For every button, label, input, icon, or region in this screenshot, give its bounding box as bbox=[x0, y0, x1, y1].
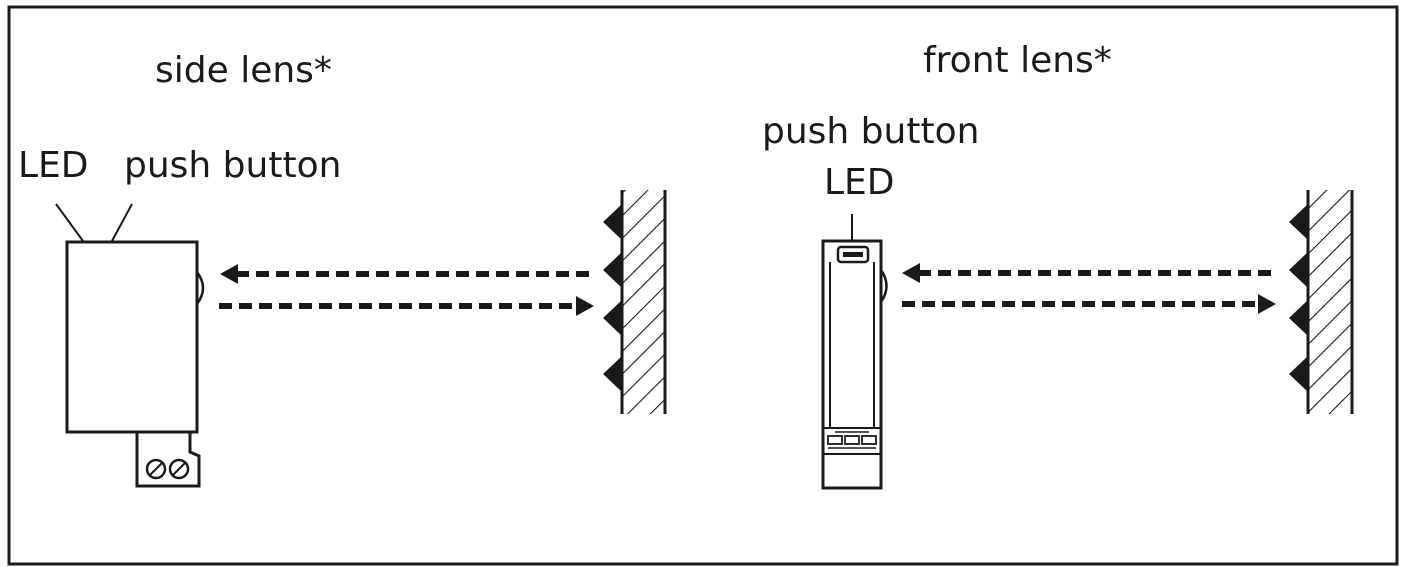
front-beam-arrows bbox=[902, 263, 1276, 314]
diagram-frame bbox=[7, 5, 1399, 566]
screw-left-icon bbox=[145, 458, 167, 480]
front-led-label: LED bbox=[824, 162, 895, 203]
side-push-button-label: push button bbox=[124, 145, 341, 186]
side-button-leader bbox=[111, 203, 133, 242]
side-led-leader bbox=[55, 203, 84, 242]
front-push-button-label: push button bbox=[762, 111, 979, 152]
side-lens-sensor bbox=[65, 240, 205, 488]
side-reflector bbox=[603, 190, 667, 414]
side-beam-arrows bbox=[219, 264, 594, 316]
front-lens-title: front lens* bbox=[923, 40, 1112, 81]
front-lens-sensor bbox=[821, 239, 888, 490]
side-led-label: LED bbox=[18, 145, 89, 186]
screw-right-icon bbox=[168, 458, 190, 480]
front-reflector bbox=[1289, 190, 1354, 414]
side-lens-title: side lens* bbox=[155, 50, 332, 91]
